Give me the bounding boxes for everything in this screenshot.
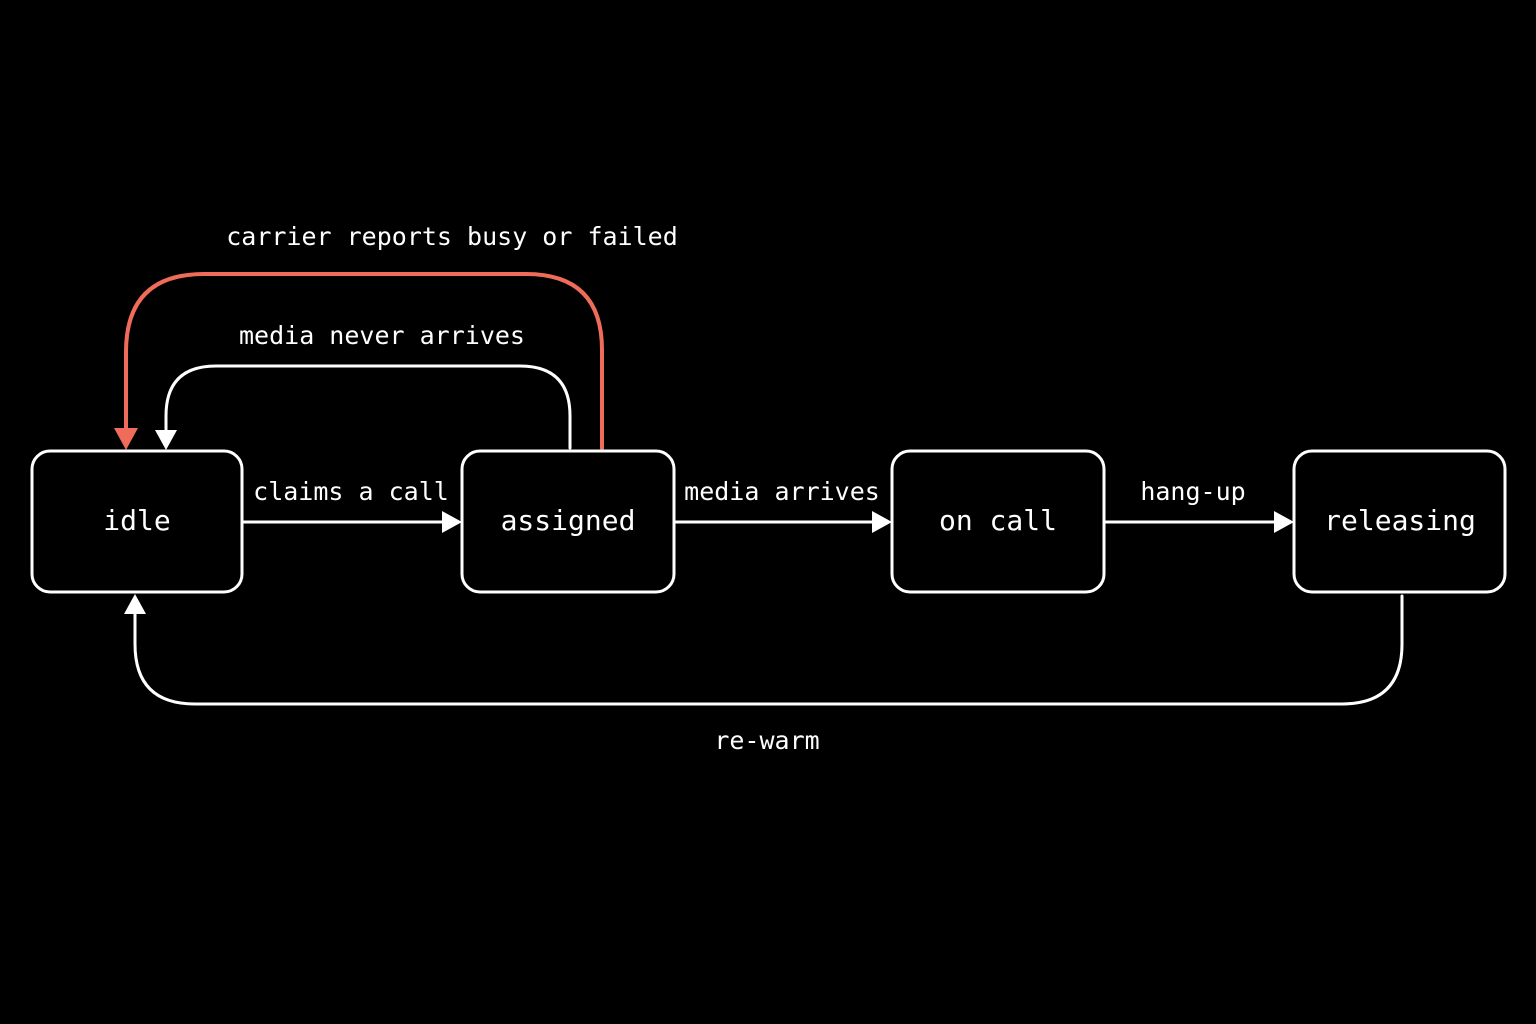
state-on-call-box (890, 449, 1106, 594)
state-releasing-box (1292, 449, 1507, 594)
edge-re-warm (124, 594, 1404, 706)
state-idle-label: idle (103, 504, 170, 537)
label-claims-a-call: claims a call (253, 477, 449, 506)
label-carrier-reports-busy-or-failed: carrier reports busy or failed (226, 222, 678, 251)
state-releasing-label: releasing (1324, 504, 1476, 537)
edge-carrier-reports-busy-or-failed-path (124, 272, 604, 450)
edge-claims-a-call (240, 511, 462, 533)
edge-media-arrives (672, 511, 892, 533)
label-media-arrives: media arrives (684, 477, 880, 506)
label-media-never-arrives: media never arrives (239, 321, 525, 350)
arrowhead-idle-bottom-in (124, 594, 146, 614)
state-idle-box (30, 449, 244, 594)
label-hang-up: hang-up (1140, 477, 1245, 506)
arrowhead-on-call-in (872, 511, 892, 533)
arrowhead-idle-top-accent-in (114, 428, 138, 450)
state-assigned: assigned (460, 449, 676, 594)
arrowhead-releasing-in (1274, 511, 1294, 533)
edge-media-never-arrives (155, 364, 572, 450)
edge-media-never-arrives-path (164, 364, 572, 450)
state-assigned-label: assigned (501, 504, 636, 537)
arrowhead-idle-top-white-in (155, 430, 177, 450)
edge-re-warm-path (133, 594, 1404, 706)
state-assigned-box (460, 449, 676, 594)
label-re-warm: re-warm (714, 726, 819, 755)
edge-carrier-reports-busy-or-failed (114, 272, 604, 450)
state-on-call: on call (890, 449, 1106, 594)
edge-hang-up (1102, 511, 1294, 533)
arrowhead-assigned-in (442, 511, 462, 533)
state-releasing: releasing (1292, 449, 1507, 594)
state-idle: idle (30, 449, 244, 594)
state-on-call-label: on call (939, 504, 1057, 537)
